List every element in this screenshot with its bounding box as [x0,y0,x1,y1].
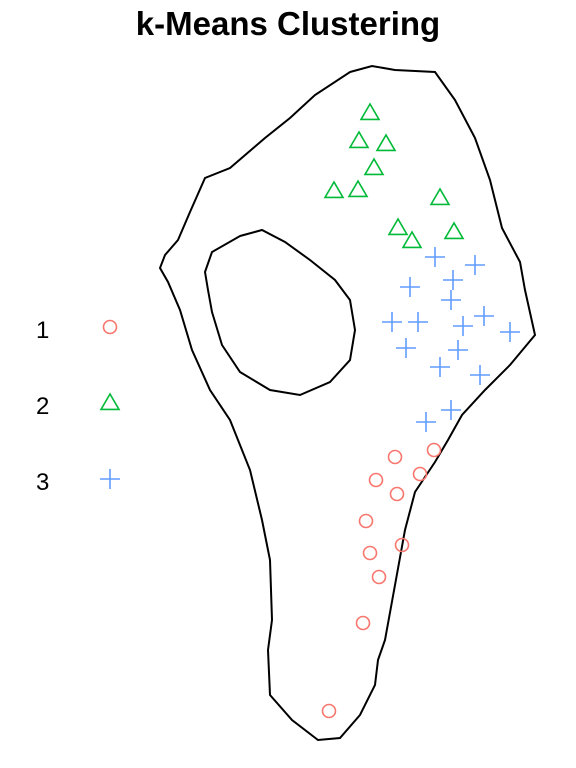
cluster-2-point-5 [323,180,345,199]
cluster-2-point-1 [359,102,381,121]
cluster-3-point-7 [408,312,428,332]
cluster-1-point-10 [355,615,371,631]
cluster-1-point-1 [387,449,403,465]
cluster-3-point-14 [470,365,490,385]
cluster-3-point-10 [500,322,520,342]
cluster-1-point-11 [321,703,337,719]
cluster-2-point-9 [443,221,465,240]
cluster-3-point-9 [474,306,494,326]
cluster-3-point-3 [443,270,463,290]
cluster-3-point-6 [382,312,402,332]
cluster-3-point-8 [453,316,473,336]
cluster-3-point-11 [396,338,416,358]
cluster-2-point-2 [348,130,370,149]
cluster-3-point-16 [441,400,461,420]
cluster-1-point-9 [371,569,387,585]
cluster-2-point-4 [363,157,385,176]
chart-title: k-Means Clustering [135,5,441,42]
legend: 1 2 3 [36,317,121,496]
legend-label-3: 3 [36,469,49,496]
cluster-1-point-5 [389,486,405,502]
cluster-3-point-13 [430,357,450,377]
cluster-3-point-15 [416,412,436,432]
outer-outline [158,64,537,742]
cluster-1-point-6 [358,513,374,529]
cluster-2-point-8 [387,217,409,236]
points-layer [321,102,520,719]
cluster-1-point-4 [412,466,428,482]
cluster-1-point-7 [394,537,410,553]
cluster-1-point-8 [362,545,378,561]
cluster-2-point-10 [401,230,423,249]
legend-symbol-1 [102,319,118,335]
cluster-1-point-3 [368,472,384,488]
inner-outline [203,228,357,397]
legend-label-2: 2 [36,393,49,420]
cluster-3-point-1 [425,247,445,267]
cluster-3-point-4 [400,277,420,297]
cluster-2-point-7 [429,187,451,206]
cluster-2-point-3 [375,133,397,152]
cluster-2-point-6 [347,179,369,198]
cluster-3-point-2 [465,255,485,275]
cluster-3-point-5 [441,290,461,310]
legend-symbol-2 [99,392,121,411]
legend-symbol-3 [100,469,120,489]
cluster-3-point-12 [448,340,468,360]
cluster-1-point-2 [426,442,442,458]
legend-symbols [99,319,121,489]
legend-label-1: 1 [36,317,49,344]
